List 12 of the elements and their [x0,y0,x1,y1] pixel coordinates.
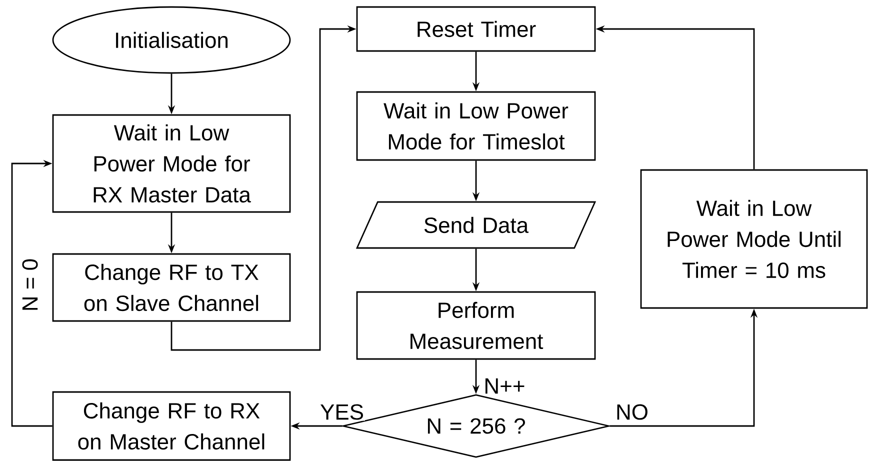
process-box: Wait in Low Power Mode for RX Master Data [52,114,291,213]
process-box: Wait in Low Power Mode Until Timer = 10 ms [640,169,868,309]
process-box: Perform Measurement [356,291,596,360]
process-box: Change RF to RX on Master Channel [52,391,291,461]
process-box: Wait in Low Power Mode for Timeslot [356,91,596,161]
edge-label: NO [614,403,650,421]
edge-label: YES [319,403,366,421]
process-box: Reset Timer [356,6,596,52]
edge-label: N++ [482,377,526,395]
edge-label: N = 0 [21,257,39,313]
process-box: Change RF to TX on Slave Channel [52,253,291,322]
arrow [11,160,52,427]
